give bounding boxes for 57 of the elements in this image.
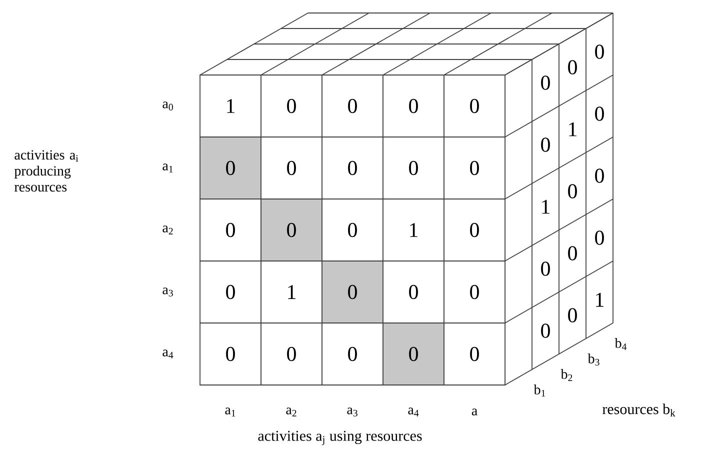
depth-label: b$_{4}$ bbox=[614, 338, 627, 350]
column-label: a$_{4}$ bbox=[408, 408, 419, 416]
cell-value: 0 bbox=[568, 246, 577, 260]
cell-value: 1 bbox=[542, 200, 550, 214]
matrix-cell: 0 bbox=[322, 74, 384, 138]
cell-value: 0 bbox=[541, 324, 550, 338]
depth-label: b$_{3}$ bbox=[588, 354, 600, 366]
cell-value: 0 bbox=[595, 106, 604, 121]
row-label: a$_{4}$ bbox=[162, 350, 174, 358]
cell-value: 0 bbox=[595, 44, 604, 59]
cell-value: 0 bbox=[541, 262, 550, 276]
matrix-cell: 0 bbox=[444, 260, 506, 324]
cell-value: 0 bbox=[568, 308, 577, 322]
depth-label: b$_{1}$ bbox=[534, 384, 546, 396]
cell-value: 0 bbox=[568, 60, 577, 74]
matrix-cell: 0 bbox=[260, 136, 322, 200]
column-label: a bbox=[472, 408, 478, 416]
row-label: a$_{2}$ bbox=[162, 226, 173, 234]
matrix-cell: 0 bbox=[260, 74, 322, 138]
depth-label: b$_{2}$ bbox=[560, 369, 572, 381]
matrix-cell: 0 bbox=[322, 198, 384, 262]
matrix-cell: 0 bbox=[444, 136, 506, 200]
matrix-cell: 0 bbox=[260, 198, 322, 262]
matrix-cell: 0 bbox=[200, 260, 262, 324]
row-label: a$_{1}$ bbox=[162, 164, 173, 172]
cell-value: 1 bbox=[596, 292, 604, 307]
matrix-cell: 0 bbox=[382, 260, 444, 324]
cell-value: 1 bbox=[569, 122, 576, 136]
matrix-cell: 1 bbox=[382, 198, 444, 262]
matrix-cell: 1 bbox=[260, 260, 322, 324]
cell-value: 0 bbox=[595, 168, 604, 183]
matrix-cell: 0 bbox=[200, 322, 262, 386]
column-label: a$_{3}$ bbox=[347, 408, 358, 416]
matrix-cell: 0 bbox=[382, 136, 444, 200]
matrix-cell: 0 bbox=[200, 136, 262, 200]
matrix-cell: 0 bbox=[444, 198, 506, 262]
row-label: a$_{3}$ bbox=[162, 288, 173, 296]
matrix-cell: 0 bbox=[382, 322, 444, 386]
cell-value: 0 bbox=[595, 230, 604, 245]
cell-value: 0 bbox=[541, 76, 550, 90]
matrix-cell: 0 bbox=[322, 136, 384, 200]
matrix-cell: 0 bbox=[200, 198, 262, 262]
matrix-cell: 0 bbox=[322, 260, 384, 324]
matrix-cell: 0 bbox=[322, 322, 384, 386]
row-label: a$_{0}$ bbox=[162, 102, 173, 110]
matrix-cell: 0 bbox=[444, 74, 506, 138]
axis-title: activities a$_{j}$ using resources bbox=[258, 430, 422, 446]
matrix-cell: 0 bbox=[444, 322, 506, 386]
matrix-cell: 1 bbox=[200, 74, 262, 138]
matrix-cell: 0 bbox=[260, 322, 322, 386]
column-label: a$_{1}$ bbox=[225, 408, 236, 416]
column-label: a$_{2}$ bbox=[286, 408, 296, 416]
cell-value: 0 bbox=[568, 184, 577, 198]
cell-value: 0 bbox=[541, 138, 550, 152]
axis-title: activities a$_{i}$ producing resources bbox=[14, 150, 78, 192]
axis-title: resources b$_{k}$ bbox=[602, 404, 676, 416]
matrix-cell: 0 bbox=[382, 74, 444, 138]
